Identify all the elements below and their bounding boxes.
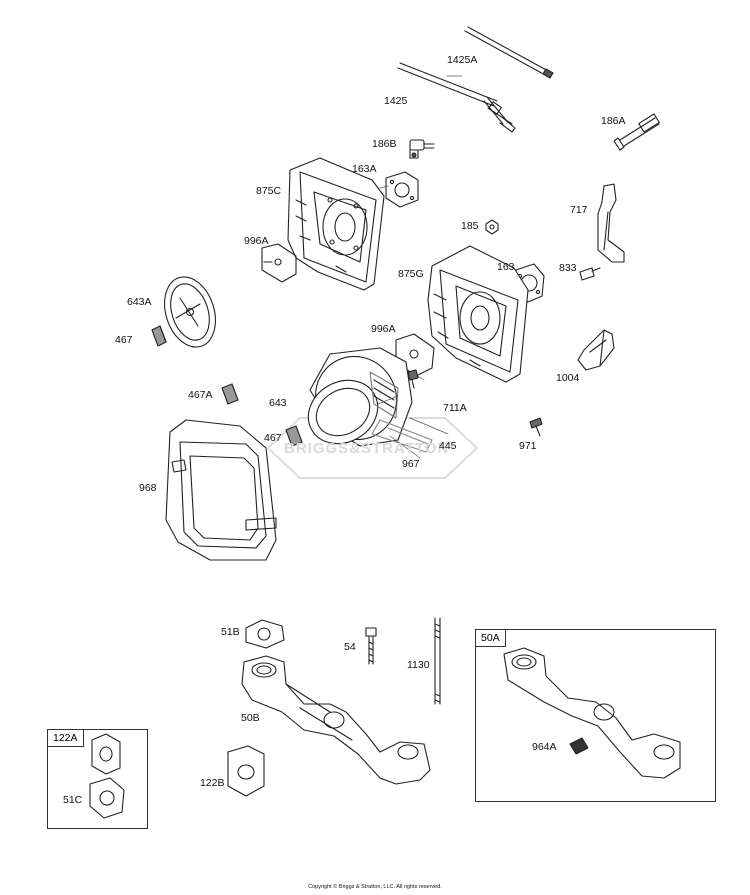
- base-plate-875g: [427, 245, 529, 383]
- fitting-186a: [613, 113, 660, 151]
- copyright-text: Copyright © Briggs & Stratton, LLC. All …: [308, 884, 442, 890]
- tube-1425: [397, 62, 516, 133]
- label-643a: 643A: [127, 296, 152, 308]
- inset-tag-50a: 50A: [476, 630, 506, 647]
- label-186b: 186B: [372, 138, 397, 150]
- precleaner-445: [371, 419, 433, 453]
- label-163: 163: [497, 261, 515, 273]
- inset-122a-parts: [89, 733, 125, 819]
- label-875c: 875C: [256, 185, 282, 197]
- screw-971: [529, 417, 543, 437]
- inset-box-50a: 50A: [475, 629, 716, 802]
- label-1425: 1425: [384, 95, 408, 107]
- clip-467a: [221, 383, 239, 405]
- watermark-logo: [267, 417, 478, 479]
- bracket-996a-top: [261, 243, 297, 283]
- label-833: 833: [559, 262, 577, 274]
- watermark-text: BRIGGS&STRATTON: [284, 440, 450, 457]
- label-1425a: 1425A: [447, 54, 478, 66]
- label-50b: 50B: [241, 712, 260, 724]
- label-967: 967: [402, 458, 420, 470]
- label-186a: 186A: [601, 115, 626, 127]
- gasket-163a: [385, 171, 419, 208]
- label-185: 185: [461, 220, 479, 232]
- inset-50a-manifold: [503, 647, 681, 779]
- label-445: 445: [439, 440, 457, 452]
- label-971: 971: [519, 440, 537, 452]
- backing-plate-875c: [287, 157, 385, 291]
- fitting-186b: [409, 139, 435, 159]
- label-717: 717: [570, 204, 588, 216]
- label-711a: 711A: [443, 402, 467, 414]
- clip-467-left: [151, 325, 167, 347]
- label-467-mid: 467: [264, 432, 282, 444]
- label-968: 968: [139, 482, 157, 494]
- leader-lines: [377, 75, 463, 459]
- label-964a: 964A: [532, 741, 557, 753]
- gasket-51b: [245, 619, 285, 649]
- screw-833: [579, 267, 601, 281]
- clip-1004: [577, 329, 615, 371]
- label-467a: 467A: [188, 389, 213, 401]
- label-163a: 163A: [352, 163, 377, 175]
- label-875g: 875G: [398, 268, 424, 280]
- inset-box-122a: 122A: [47, 729, 148, 829]
- label-996a-mid: 996A: [371, 323, 396, 335]
- label-643: 643: [269, 397, 287, 409]
- label-1130: 1130: [407, 659, 430, 671]
- nut-185: [485, 219, 499, 235]
- rod-1425a: [464, 26, 554, 79]
- label-51b: 51B: [221, 626, 240, 638]
- bolt-54: [365, 627, 377, 665]
- intake-manifold-50b: [241, 655, 431, 785]
- inset-tag-122a: 122A: [48, 730, 84, 747]
- screw-711a: [407, 369, 419, 389]
- clip-467-mid: [285, 425, 303, 447]
- stud-1130: [434, 617, 441, 705]
- spacer-122b: [227, 745, 265, 797]
- label-996a-top: 996A: [244, 235, 269, 247]
- plug-964a: [569, 737, 589, 755]
- filter-643a: [164, 276, 216, 348]
- filter-643: [307, 347, 413, 447]
- cover-968: [165, 419, 277, 561]
- label-467-left: 467: [115, 334, 133, 346]
- label-122b: 122B: [200, 777, 225, 789]
- label-51c: 51C: [63, 794, 83, 806]
- label-1004: 1004: [556, 372, 580, 384]
- label-54: 54: [344, 641, 356, 653]
- bracket-717: [597, 183, 625, 263]
